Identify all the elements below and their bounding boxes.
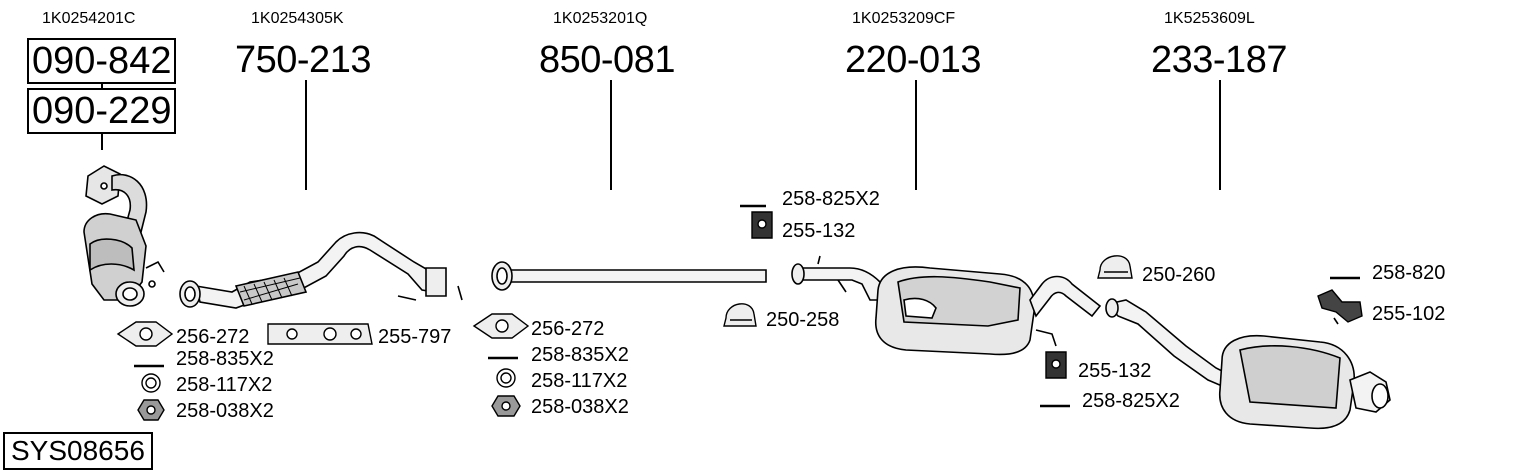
accessory-icons	[116, 204, 1363, 421]
clamp-icon	[723, 303, 757, 327]
clamp-icon	[1097, 255, 1133, 279]
accessory-label[interactable]: 256-272	[176, 326, 250, 348]
accessory-label[interactable]: 258-835X2	[531, 344, 629, 366]
intermediate-pipe-drawing	[491, 261, 767, 291]
accessory-label[interactable]: 255-132	[1078, 360, 1152, 382]
oem-number: 1K0254201C	[42, 10, 136, 27]
catalytic-converter-drawing	[83, 165, 165, 307]
oem-number: 1K0253201Q	[553, 10, 648, 27]
accessory-label[interactable]: 255-132	[782, 220, 856, 242]
rear-silencer-drawing	[1105, 298, 1391, 430]
oem-number: 1K5253609L	[1164, 10, 1255, 27]
oem-number: 1K0254305K	[251, 10, 344, 27]
accessory-label[interactable]: 256-272	[531, 318, 605, 340]
accessory-label[interactable]: 250-260	[1142, 264, 1216, 286]
accessory-label[interactable]: 255-102	[1372, 303, 1446, 325]
part-number[interactable]: 220-013	[845, 39, 981, 81]
part-number[interactable]: 750-213	[235, 39, 371, 81]
part-number-box[interactable]: 090-229	[27, 88, 177, 134]
accessory-label[interactable]: 258-835X2	[176, 348, 274, 370]
part-number[interactable]: 233-187	[1151, 39, 1287, 81]
part-number-box[interactable]: 090-842	[27, 38, 177, 84]
hanger-bracket-icon	[1317, 289, 1363, 323]
oem-number: 1K0253209CF	[852, 10, 956, 27]
accessory-label[interactable]: 258-038X2	[531, 396, 629, 418]
accessory-label[interactable]: 250-258	[766, 309, 840, 331]
accessory-label[interactable]: 258-117X2	[531, 370, 628, 392]
centre-silencer-drawing	[791, 255, 1102, 356]
accessory-label[interactable]: 258-117X2	[176, 374, 273, 396]
system-code-box: SYS08656	[3, 432, 153, 470]
accessory-label[interactable]: 258-038X2	[176, 400, 274, 422]
accessory-label[interactable]: 258-825X2	[1082, 390, 1180, 412]
accessory-label[interactable]: 258-825X2	[782, 188, 880, 210]
accessory-label[interactable]: 258-820	[1372, 262, 1446, 284]
front-pipe-drawing	[179, 231, 463, 309]
part-number[interactable]: 850-081	[539, 39, 675, 81]
accessory-label[interactable]: 255-797	[378, 326, 452, 348]
